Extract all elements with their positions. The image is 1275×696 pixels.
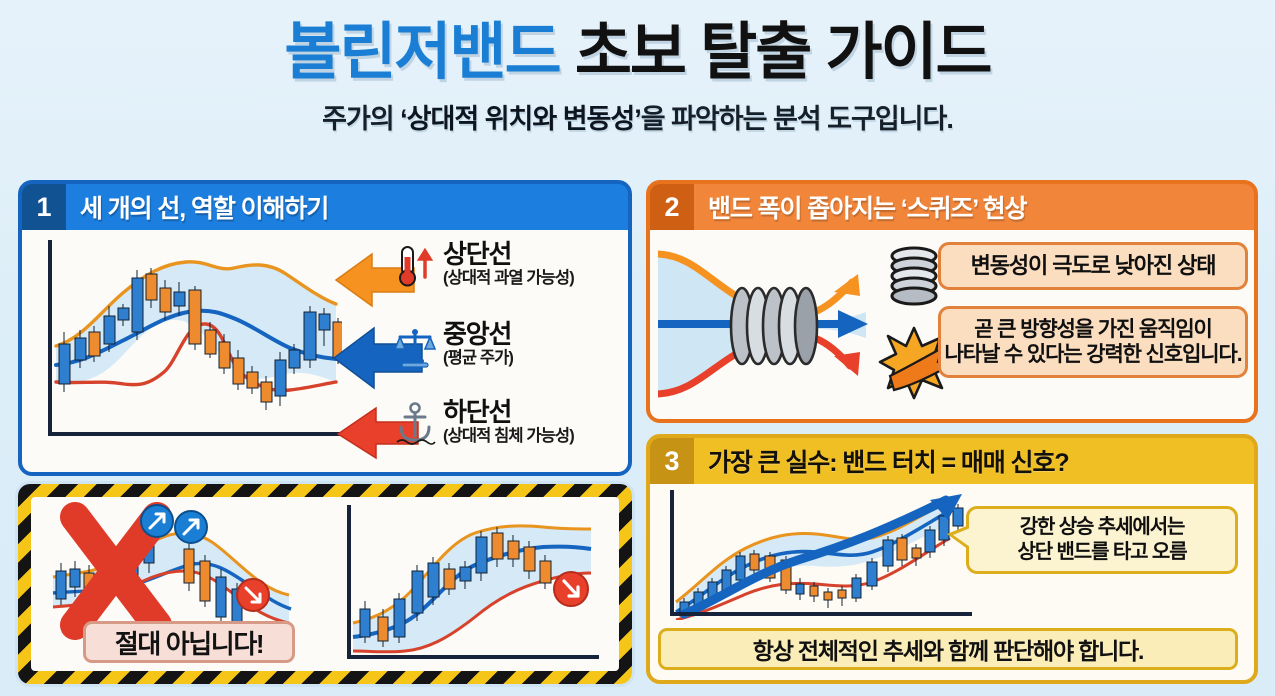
header: 볼린저밴드 초보 탈출 가이드 주가의 ‘상대적 위치와 변동성’을 파악하는 … <box>0 0 1275 170</box>
legend-lower-title: 하단선 <box>443 397 512 427</box>
chart-axes <box>48 240 348 436</box>
uptrend-band-chart <box>670 490 972 620</box>
panel-squeeze: 2 밴드 폭이 좁아지는 ‘스퀴즈’ 현상 <box>646 180 1258 423</box>
panel-3-footer-note: 항상 전체적인 추세와 함께 판단해야 합니다. <box>658 628 1238 670</box>
arrow-upper-band <box>334 252 415 308</box>
squeeze-callout-volatility: 변동성이 극도로 낮아진 상태 <box>938 242 1248 290</box>
panel-1-title: 세 개의 선, 역할 이해하기 <box>80 195 329 223</box>
bubble-line-1: 강한 상승 추세에서는 <box>1019 516 1186 538</box>
panel-3-number: 3 <box>650 438 694 484</box>
bubble-line-2: 상단 밴드를 타고 오름 <box>1017 541 1187 563</box>
badge-arrow-up-1 <box>140 504 174 538</box>
lower-band-line <box>54 322 338 393</box>
chart-axes-right <box>347 505 599 659</box>
anchor-icon <box>396 402 436 445</box>
uptrend-arrowhead <box>930 494 962 520</box>
thermometer-icon <box>399 246 434 287</box>
legend-upper-text: 상단선 (상대적 과열 가능성) <box>443 239 575 288</box>
arrow-middle-band <box>332 326 423 390</box>
red-cross-icon <box>60 502 172 640</box>
legend-lower-band: 하단선 (상대적 침체 가능성) <box>394 397 575 447</box>
panel-3-header: 3 가장 큰 실수: 밴드 터치 = 매매 신호? <box>650 438 1254 484</box>
panel-three-lines: 1 세 개의 선, 역할 이해하기 <box>18 180 632 476</box>
squeeze-callout-signal-line1: 곧 큰 방향성을 가진 움직임이 <box>974 317 1213 341</box>
right-example-chart <box>347 505 599 659</box>
candlestick-group <box>58 268 342 410</box>
legend-upper-band: 상단선 (상대적 과열 가능성) <box>394 239 575 289</box>
panel-1-header: 1 세 개의 선, 역할 이해하기 <box>22 184 628 230</box>
warning-box-inner: 절대 아닙니다! <box>31 497 619 671</box>
middle-band-line <box>54 308 338 367</box>
squeeze-lower-arrowhead <box>834 352 860 376</box>
uptrend-upper-band <box>675 498 951 604</box>
chart-axes-uptrend <box>670 490 972 616</box>
page-title-highlight: 볼린저밴드 <box>284 18 561 87</box>
warning-box: 절대 아닙니다! <box>18 484 632 684</box>
squeeze-middle-arrowhead <box>838 310 868 338</box>
legend-middle-title: 중앙선 <box>443 319 512 349</box>
page-title: 볼린저밴드 초보 탈출 가이드 <box>0 0 1275 87</box>
badge-arrow-down-1 <box>236 578 270 612</box>
candles-right <box>359 527 552 647</box>
squeeze-callout-signal: 곧 큰 방향성을 가진 움직임이 나타날 수 있다는 강력한 신호입니다. <box>938 306 1248 378</box>
uptrend-lower-band <box>675 536 951 620</box>
upper-band-right <box>352 524 592 625</box>
badge-arrow-down-2 <box>553 571 589 607</box>
legend-lower-subtitle: (상대적 침체 가능성) <box>443 427 575 446</box>
squeeze-callout-signal-line2: 나타날 수 있다는 강력한 신호입니다. <box>944 343 1243 366</box>
badge-arrow-up-2 <box>174 510 208 544</box>
page-title-rest: 초보 탈출 가이드 <box>574 18 993 87</box>
lower-band-right <box>352 571 592 654</box>
subtitle-emphasis: ‘상대적 위치와 변동성’ <box>400 104 642 135</box>
panel-3-title: 가장 큰 실수: 밴드 터치 = 매매 신호? <box>708 449 1070 477</box>
panel-2-title: 밴드 폭이 좁아지는 ‘스퀴즈’ 현상 <box>708 195 1028 223</box>
upper-band-line <box>54 260 338 348</box>
bubble-tail-inner <box>953 528 970 547</box>
legend-middle-band: 중앙선 (평균 주가) <box>394 319 514 369</box>
panel-3-body: 강한 상승 추세에서는 상단 밴드를 타고 오름 항상 전체적인 추세와 함께 … <box>650 484 1254 680</box>
compressed-spring-icon <box>729 286 819 366</box>
bollinger-band-chart <box>48 240 348 436</box>
pointer-arrows <box>332 252 423 460</box>
panel-2-header: 2 밴드 폭이 좁아지는 ‘스퀴즈’ 현상 <box>650 184 1254 230</box>
squeeze-diagram <box>658 250 868 398</box>
subtitle-lead: 주가의 <box>322 104 401 135</box>
page-subtitle: 주가의 ‘상대적 위치와 변동성’을 파악하는 분석 도구입니다. <box>0 87 1275 136</box>
band-legend-labels: 상단선 (상대적 과열 가능성) 중앙선 <box>394 236 628 470</box>
panel-1-body: 상단선 (상대적 과열 가능성) 중앙선 <box>22 230 628 472</box>
scales-icon <box>394 329 436 368</box>
panel-2-number: 2 <box>650 184 694 230</box>
uptrend-callout-bubble: 강한 상승 추세에서는 상단 밴드를 타고 오름 <box>947 506 1238 574</box>
uptrend-trend-arrow <box>679 495 951 619</box>
panel-1-number: 1 <box>22 184 66 230</box>
legend-upper-title: 상단선 <box>443 239 512 269</box>
squeeze-upper-arrowhead <box>834 274 860 296</box>
subtitle-tail: 을 파악하는 분석 도구입니다. <box>640 104 954 135</box>
spring-icon <box>890 246 938 306</box>
panel-biggest-mistake: 3 가장 큰 실수: 밴드 터치 = 매매 신호? <box>646 434 1258 684</box>
uptrend-candles <box>679 504 964 618</box>
wrong-example-chart <box>52 502 292 640</box>
legend-middle-subtitle: (평균 주가) <box>443 349 514 368</box>
legend-middle-text: 중앙선 (평균 주가) <box>443 319 514 368</box>
never-banner: 절대 아닙니다! <box>83 621 295 663</box>
squeeze-side-icons <box>878 246 956 400</box>
legend-lower-text: 하단선 (상대적 침체 가능성) <box>443 397 575 446</box>
legend-upper-subtitle: (상대적 과열 가능성) <box>443 269 575 288</box>
panel-2-body: 변동성이 극도로 낮아진 상태 곧 큰 방향성을 가진 움직임이 나타날 수 있… <box>650 230 1254 419</box>
